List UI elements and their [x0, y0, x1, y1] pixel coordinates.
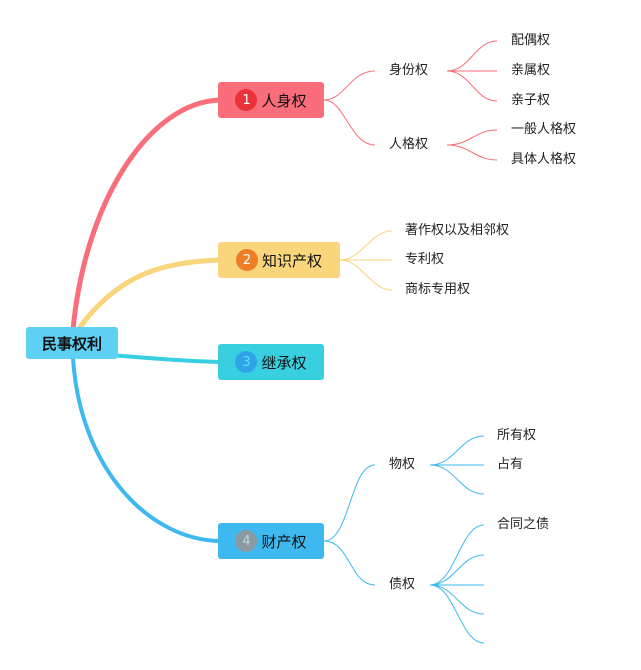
branch-label: 继承权 — [261, 353, 307, 372]
topic-2-3[interactable]: 商标专用权 — [405, 282, 471, 297]
link-b1-c1 — [323, 70, 376, 101]
link-b1-c2-g1 — [446, 129, 498, 146]
branch-node-2[interactable]: 2 知识产权 — [218, 242, 340, 278]
branch-label: 人身权 — [261, 91, 307, 110]
branch-node-1[interactable]: 1 人身权 — [218, 82, 324, 118]
link-root-branch-3 — [108, 353, 222, 364]
branch-label: 财产权 — [261, 532, 307, 551]
link-b4-c2 — [323, 540, 376, 586]
link-b1-c2-g2 — [446, 144, 498, 161]
subtopic-1-2-1[interactable]: 一般人格权 — [511, 122, 577, 137]
root-node[interactable]: 民事权利 — [26, 327, 118, 359]
subtopic-1-1-3[interactable]: 亲子权 — [511, 93, 551, 108]
link-b2-c1 — [339, 230, 393, 261]
topic-2-2[interactable]: 专利权 — [405, 252, 445, 267]
link-b4-c1 — [323, 464, 376, 542]
link-b1-c1-g1 — [446, 40, 498, 72]
number-badge: 2 — [235, 249, 258, 271]
branch-node-4[interactable]: 4 财产权 — [218, 523, 324, 559]
topic-4-1[interactable]: 物权 — [389, 457, 416, 472]
subtopic-4-1-2[interactable]: 占有 — [497, 457, 524, 472]
topic-2-1[interactable]: 著作权以及相邻权 — [405, 223, 510, 238]
topic-1-2[interactable]: 人格权 — [389, 137, 429, 152]
branch-label: 知识产权 — [261, 251, 322, 270]
link-b4-c1-g1 — [429, 435, 485, 466]
root-label: 民事权利 — [41, 334, 102, 353]
branch-node-3[interactable]: 3 继承权 — [218, 344, 324, 380]
link-root-branch-4 — [71, 356, 222, 543]
subtopic-1-1-2[interactable]: 亲属权 — [511, 63, 551, 78]
link-b1-c2 — [323, 99, 376, 146]
link-b4-c2-g4 — [429, 584, 485, 615]
link-b4-c2-g1 — [429, 524, 485, 586]
link-b4-c2-g2 — [429, 554, 485, 586]
link-b2-c3 — [339, 259, 393, 291]
subtopic-4-1-1[interactable]: 所有权 — [497, 428, 537, 443]
subtopic-1-2-2[interactable]: 具体人格权 — [511, 152, 577, 167]
topic-4-2[interactable]: 债权 — [389, 577, 416, 592]
number-badge: 4 — [235, 530, 258, 552]
link-root-branch-1 — [70, 97, 223, 333]
number-badge: 1 — [235, 89, 258, 111]
subtopic-4-2-1[interactable]: 合同之债 — [497, 517, 550, 532]
topic-1-1[interactable]: 身份权 — [389, 63, 429, 78]
link-b4-c2-g5 — [429, 584, 485, 644]
number-badge: 3 — [235, 351, 258, 373]
link-b4-c1-g3 — [429, 464, 485, 495]
subtopic-1-1-1[interactable]: 配偶权 — [511, 33, 551, 48]
link-root-branch-2 — [75, 257, 223, 333]
link-b1-c1-g3 — [446, 70, 498, 102]
